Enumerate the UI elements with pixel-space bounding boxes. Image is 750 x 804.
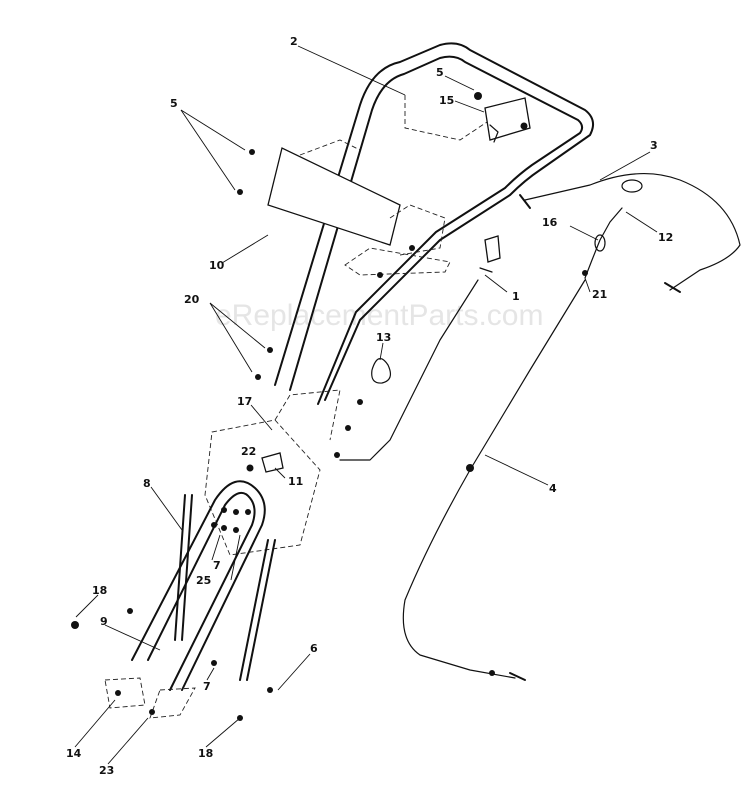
callout-2: 2	[290, 35, 298, 48]
callout-12: 12	[658, 231, 673, 244]
callout-labels: 2 5 15 5 3 16 12 10 1 21 20 13 17 22 11 …	[66, 35, 673, 777]
cable-clip	[371, 358, 392, 384]
callout-22: 22	[241, 445, 256, 458]
callout-7-lower: 7	[203, 680, 211, 693]
callout-14: 14	[66, 747, 82, 760]
mounting-plate	[204, 389, 341, 556]
handle-bracket	[484, 97, 531, 143]
callout-15: 15	[439, 94, 454, 107]
callout-10: 10	[209, 259, 225, 272]
callout-3: 3	[650, 139, 658, 152]
callout-5-top: 5	[436, 66, 444, 79]
lower-spacers	[104, 677, 196, 719]
callout-9: 9	[100, 615, 108, 628]
leader-lines	[74, 45, 658, 765]
callout-4: 4	[549, 482, 557, 495]
handle-brace	[174, 494, 276, 681]
callout-13: 13	[376, 331, 391, 344]
callout-5-left: 5	[170, 97, 178, 110]
control-cable	[519, 173, 741, 293]
shield-plate	[267, 139, 451, 276]
cable-spring	[582, 207, 623, 279]
callout-11: 11	[288, 475, 303, 488]
callout-18-lower: 18	[198, 747, 213, 760]
lower-handle	[131, 464, 266, 691]
callout-23: 23	[99, 764, 114, 777]
bolts	[71, 92, 528, 721]
callout-6: 6	[310, 642, 318, 655]
callout-17: 17	[237, 395, 252, 408]
callout-20: 20	[184, 293, 200, 306]
callout-1: 1	[512, 290, 520, 303]
callout-18-upper: 18	[92, 584, 107, 597]
upper-handle	[274, 42, 595, 405]
callout-25: 25	[196, 574, 211, 587]
watermark: eReplacementParts.com	[215, 299, 543, 332]
callout-16: 16	[542, 216, 558, 229]
callout-7-upper: 7	[213, 559, 221, 572]
cable-guide	[479, 235, 501, 273]
callout-21: 21	[592, 288, 607, 301]
drive-cable	[339, 279, 586, 681]
callout-8: 8	[143, 477, 151, 490]
